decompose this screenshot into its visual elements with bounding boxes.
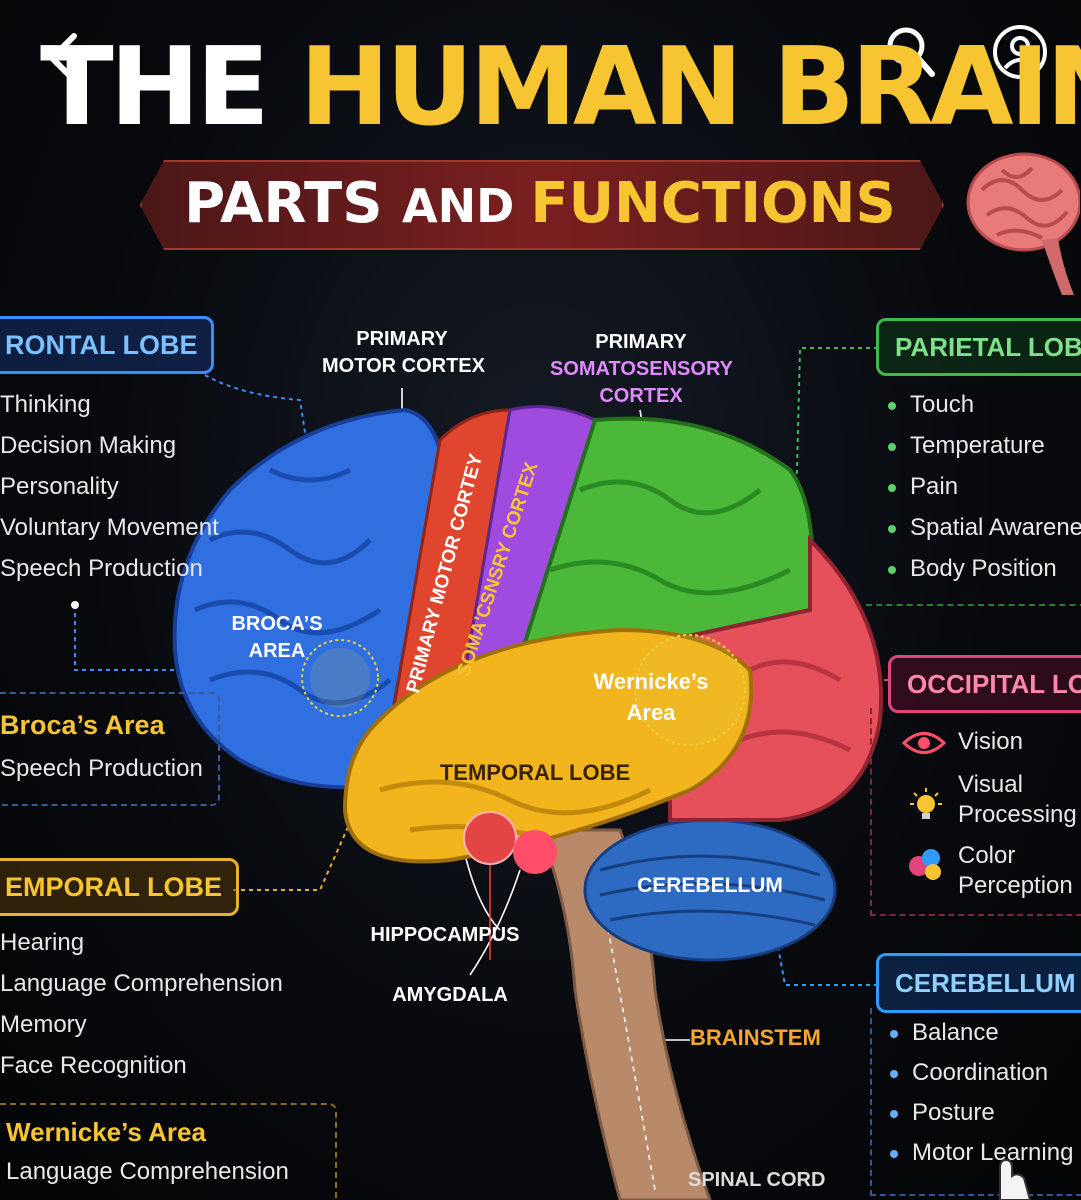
parietal-item-text: Pain bbox=[910, 473, 959, 500]
frontal-item: Personality bbox=[0, 473, 119, 500]
label-wernicke-l2: Area bbox=[626, 700, 676, 725]
frontal-lobe-list: Thinking Decision Making Personality Vol… bbox=[0, 384, 219, 589]
occipital-item-visual-processing: Visual Processing bbox=[958, 770, 1077, 830]
label-primary-motor-l2: MOTOR CORTEX bbox=[322, 355, 485, 377]
cerebellum-item: Balance bbox=[890, 1013, 1073, 1053]
title-part-yellow: HUMAN BRAIN bbox=[299, 25, 1081, 150]
label-brocas-area: BROCA’S AREA bbox=[222, 611, 332, 665]
brocas-note-text: Speech Production bbox=[0, 755, 203, 782]
frontal-lobe-heading: RONTAL LOBE bbox=[0, 316, 214, 374]
chevron-left-icon bbox=[49, 33, 77, 83]
subtitle-text: PARTS AND FUNCTIONS bbox=[140, 166, 940, 244]
cerebellum-item-text: Coordination bbox=[912, 1059, 1049, 1086]
temporal-lobe-heading: EMPORAL LOBE bbox=[0, 858, 239, 916]
label-somato-l3: CORTEX bbox=[599, 385, 683, 407]
label-broca-l2: AREA bbox=[248, 640, 306, 662]
back-button[interactable] bbox=[40, 28, 90, 88]
cerebellum-item-text: Posture bbox=[912, 1099, 995, 1126]
frontal-item: Speech Production bbox=[0, 555, 203, 582]
parietal-item: Body Position bbox=[888, 548, 1081, 589]
hand-pointer-icon bbox=[999, 1158, 1032, 1200]
subtitle-part-2: AND bbox=[402, 179, 531, 233]
label-primary-motor-cortex: PRIMARY MOTOR CORTEX bbox=[322, 326, 485, 380]
temporal-item: Face Recognition bbox=[0, 1052, 187, 1079]
subtitle-banner bbox=[140, 160, 944, 250]
temporal-item: Language Comprehension bbox=[0, 970, 283, 997]
visual-processing-l1: Visual bbox=[958, 771, 1023, 798]
parietal-frame bbox=[866, 372, 1081, 606]
label-amygdala: AMYGDALA bbox=[392, 984, 508, 1006]
parietal-item-text: Body Position bbox=[910, 555, 1057, 582]
brain-diagram bbox=[172, 405, 884, 1200]
brain-icon bbox=[966, 152, 1080, 295]
search-button[interactable] bbox=[880, 22, 940, 82]
label-spinal-cord: SPINAL CORD bbox=[688, 1169, 826, 1191]
label-temporal-lobe: TEMPORAL LOBE bbox=[439, 760, 631, 785]
parietal-lobe-heading: PARIETAL LOB bbox=[876, 318, 1081, 376]
profile-button[interactable] bbox=[990, 22, 1050, 82]
wernickes-area-note bbox=[0, 1103, 337, 1200]
parietal-item: Spatial Awarene bbox=[888, 507, 1081, 548]
parietal-item: Temperature bbox=[888, 425, 1081, 466]
occipital-lobe-heading: OCCIPITAL LO bbox=[888, 655, 1081, 713]
occipital-item-color-perception: Color Perception bbox=[958, 841, 1073, 901]
label-somato-l2: SOMATOSENSORY bbox=[550, 358, 733, 380]
occipital-frame bbox=[870, 708, 1081, 916]
parietal-lobe-list: Touch Temperature Pain Spatial Awarene B… bbox=[888, 384, 1081, 589]
cerebellum-frame bbox=[870, 1008, 1081, 1196]
visual-processing-l2: Processing bbox=[958, 801, 1077, 828]
brocas-note-title: Broca’s Area bbox=[0, 710, 165, 740]
eye-icon bbox=[902, 732, 946, 754]
palette-icon bbox=[909, 849, 941, 880]
cerebellum-item: Posture bbox=[890, 1093, 1073, 1133]
subtitle-part-3: FUNCTIONS bbox=[530, 171, 896, 236]
label-cerebellum: CEREBELLUM bbox=[637, 874, 783, 897]
cerebellum-item-text: Balance bbox=[912, 1019, 999, 1046]
label-hippocampus: HIPPOCAMPUS bbox=[370, 924, 520, 946]
parietal-item: Pain bbox=[888, 466, 1081, 507]
label-wernickes-area: Wernicke’s Area bbox=[576, 666, 726, 728]
temporal-lobe-list: Hearing Language Comprehension Memory Fa… bbox=[0, 922, 283, 1086]
label-wernicke-l1: Wernicke’s bbox=[593, 669, 709, 694]
cerebellum-list: Balance Coordination Posture Motor Learn… bbox=[890, 1013, 1073, 1173]
subtitle-part-1: PARTS bbox=[184, 171, 403, 236]
frontal-item: Thinking bbox=[0, 391, 91, 418]
temporal-lobe-shape bbox=[342, 627, 754, 864]
cerebellum-item: Coordination bbox=[890, 1053, 1073, 1093]
wernickes-note-title: Wernicke’s Area bbox=[6, 1117, 206, 1147]
search-icon bbox=[887, 27, 935, 77]
brocas-area-note bbox=[0, 692, 220, 806]
lightbulb-icon bbox=[910, 788, 942, 819]
label-primary-somatosensory-cortex: PRIMARY SOMATOSENSORY CORTEX bbox=[550, 329, 733, 410]
cerebellum-item: Motor Learning bbox=[890, 1133, 1073, 1173]
title-part-white: THE bbox=[40, 25, 300, 150]
label-brainstem: BRAINSTEM bbox=[690, 1025, 821, 1050]
label-primary-motor-l1: PRIMARY bbox=[356, 328, 448, 350]
temporal-item: Memory bbox=[0, 1011, 87, 1038]
wernickes-note-text: Language Comprehension bbox=[6, 1158, 289, 1185]
parietal-item: Touch bbox=[888, 384, 1081, 425]
user-icon bbox=[993, 25, 1047, 79]
color-perception-l2: Perception bbox=[958, 872, 1073, 899]
page-title: THE HUMAN BRAIN bbox=[40, 25, 1081, 150]
occipital-item-vision: Vision bbox=[958, 728, 1023, 755]
parietal-item-text: Temperature bbox=[910, 432, 1045, 459]
parietal-item-text: Spatial Awarene bbox=[910, 514, 1081, 541]
cerebellum-item-text: Motor Learning bbox=[912, 1139, 1074, 1166]
label-broca-l1: BROCA’S bbox=[231, 613, 323, 635]
frontal-item: Decision Making bbox=[0, 432, 177, 459]
color-perception-l1: Color bbox=[958, 842, 1016, 869]
parietal-item-text: Touch bbox=[910, 391, 975, 418]
frontal-item: Voluntary Movement bbox=[0, 514, 219, 541]
cerebellum-heading: CEREBELLUM bbox=[876, 953, 1081, 1013]
temporal-item: Hearing bbox=[0, 929, 85, 956]
label-somato-l1: PRIMARY bbox=[595, 331, 687, 353]
